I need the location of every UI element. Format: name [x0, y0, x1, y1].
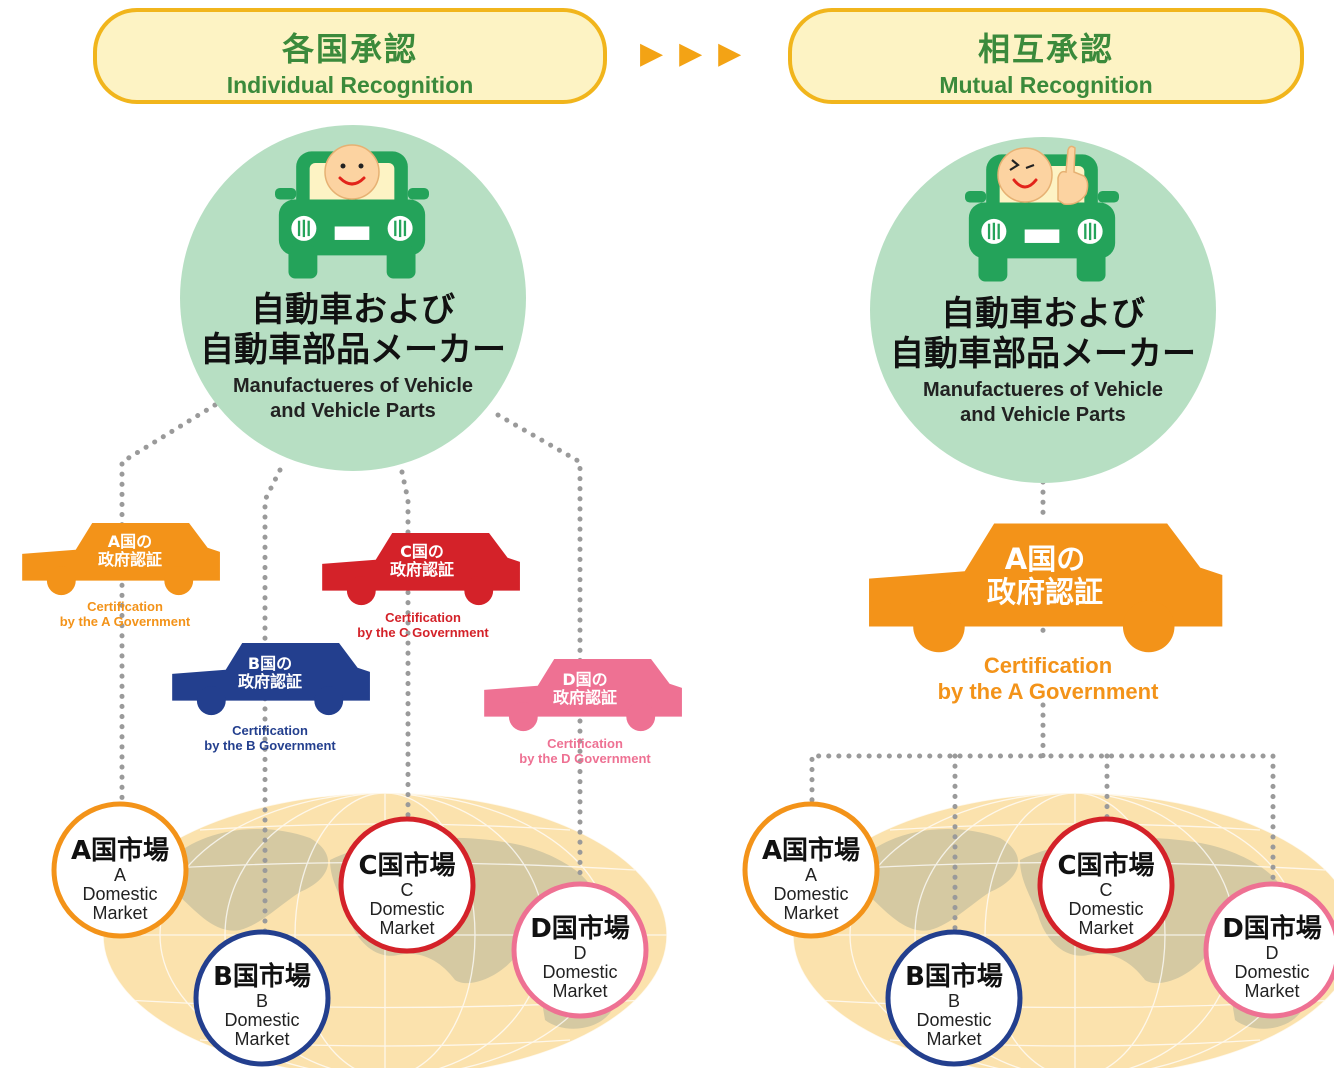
green-car-icon-left: [275, 144, 429, 280]
maker-en-line2: and Vehicle Parts: [960, 404, 1126, 426]
market-label-d-left: D国市場 D Domestic Market: [530, 914, 630, 1001]
cert-car-a: A国の 政府認証: [97, 532, 162, 569]
market-label-b-left: B国市場 B Domestic Market: [213, 962, 311, 1049]
maker-label-right: 自動車および 自動車部品メーカー Manufactueres of Vehicl…: [873, 294, 1213, 428]
maker-en-line2: and Vehicle Parts: [270, 400, 436, 422]
maker-jp-line1: 自動車および: [251, 290, 455, 330]
cert-car-right: A国の 政府認証: [986, 542, 1103, 609]
cert-car-b: B国の 政府認証: [237, 654, 302, 691]
market-label-b-right: B国市場 B Domestic Market: [905, 962, 1003, 1049]
cert-label-a: Certification by the A Government: [59, 599, 191, 629]
maker-circle-right: [870, 137, 1216, 483]
cert-car-c: C国の 政府認証: [389, 542, 454, 579]
header-left: 各国承認 Individual Recognition: [93, 8, 607, 104]
header-left-title-en: Individual Recognition: [226, 72, 474, 98]
header-right: 相互承認 Mutual Recognition: [788, 8, 1304, 104]
market-circle-c-left: [338, 816, 476, 954]
market-circle-a-left: [51, 801, 189, 939]
maker-en-line1: Manufactueres of Vehicle: [232, 375, 474, 397]
arrow-icons: ▶▶▶: [640, 36, 758, 71]
cert-label-b: Certification by the B Government: [204, 723, 336, 753]
market-circle-b-right: [885, 929, 1023, 1067]
cert-car-d: D国の 政府認証: [552, 670, 617, 707]
cert-label-right: Certification by the A Government: [937, 653, 1159, 704]
connectors-left: [119, 402, 583, 938]
header-left-title-jp: 各国承認: [281, 30, 418, 68]
green-car-icon-right: [965, 145, 1119, 283]
header-right-title-en: Mutual Recognition: [939, 72, 1153, 98]
market-circle-d-left: [511, 881, 649, 1019]
market-circle-d-right: [1203, 881, 1334, 1019]
market-label-d-right: D国市場 D Domestic Market: [1222, 914, 1322, 1001]
header-right-title-jp: 相互承認: [977, 30, 1114, 68]
maker-circle-left: [180, 125, 526, 471]
maker-jp-line2: 自動車部品メーカー: [890, 334, 1196, 374]
market-circle-c-right: [1037, 816, 1175, 954]
maker-en-line1: Manufactueres of Vehicle: [922, 379, 1164, 401]
maker-label-left: 自動車および 自動車部品メーカー Manufactueres of Vehicl…: [183, 290, 523, 424]
cert-label-d: Certification by the D Government: [519, 736, 651, 766]
maker-jp-line2: 自動車部品メーカー: [200, 330, 506, 370]
market-label-c-right: C国市場 C Domestic Market: [1057, 851, 1155, 938]
market-circle-b-left: [193, 929, 331, 1067]
market-circle-a-right: [742, 801, 880, 939]
market-label-a-left: A国市場 A Domestic Market: [70, 836, 170, 923]
cert-label-c: Certification by the C Government: [357, 610, 489, 640]
market-label-c-left: C国市場 C Domestic Market: [358, 851, 456, 938]
market-label-a-right: A国市場 A Domestic Market: [761, 836, 861, 923]
maker-jp-line1: 自動車および: [941, 294, 1145, 334]
